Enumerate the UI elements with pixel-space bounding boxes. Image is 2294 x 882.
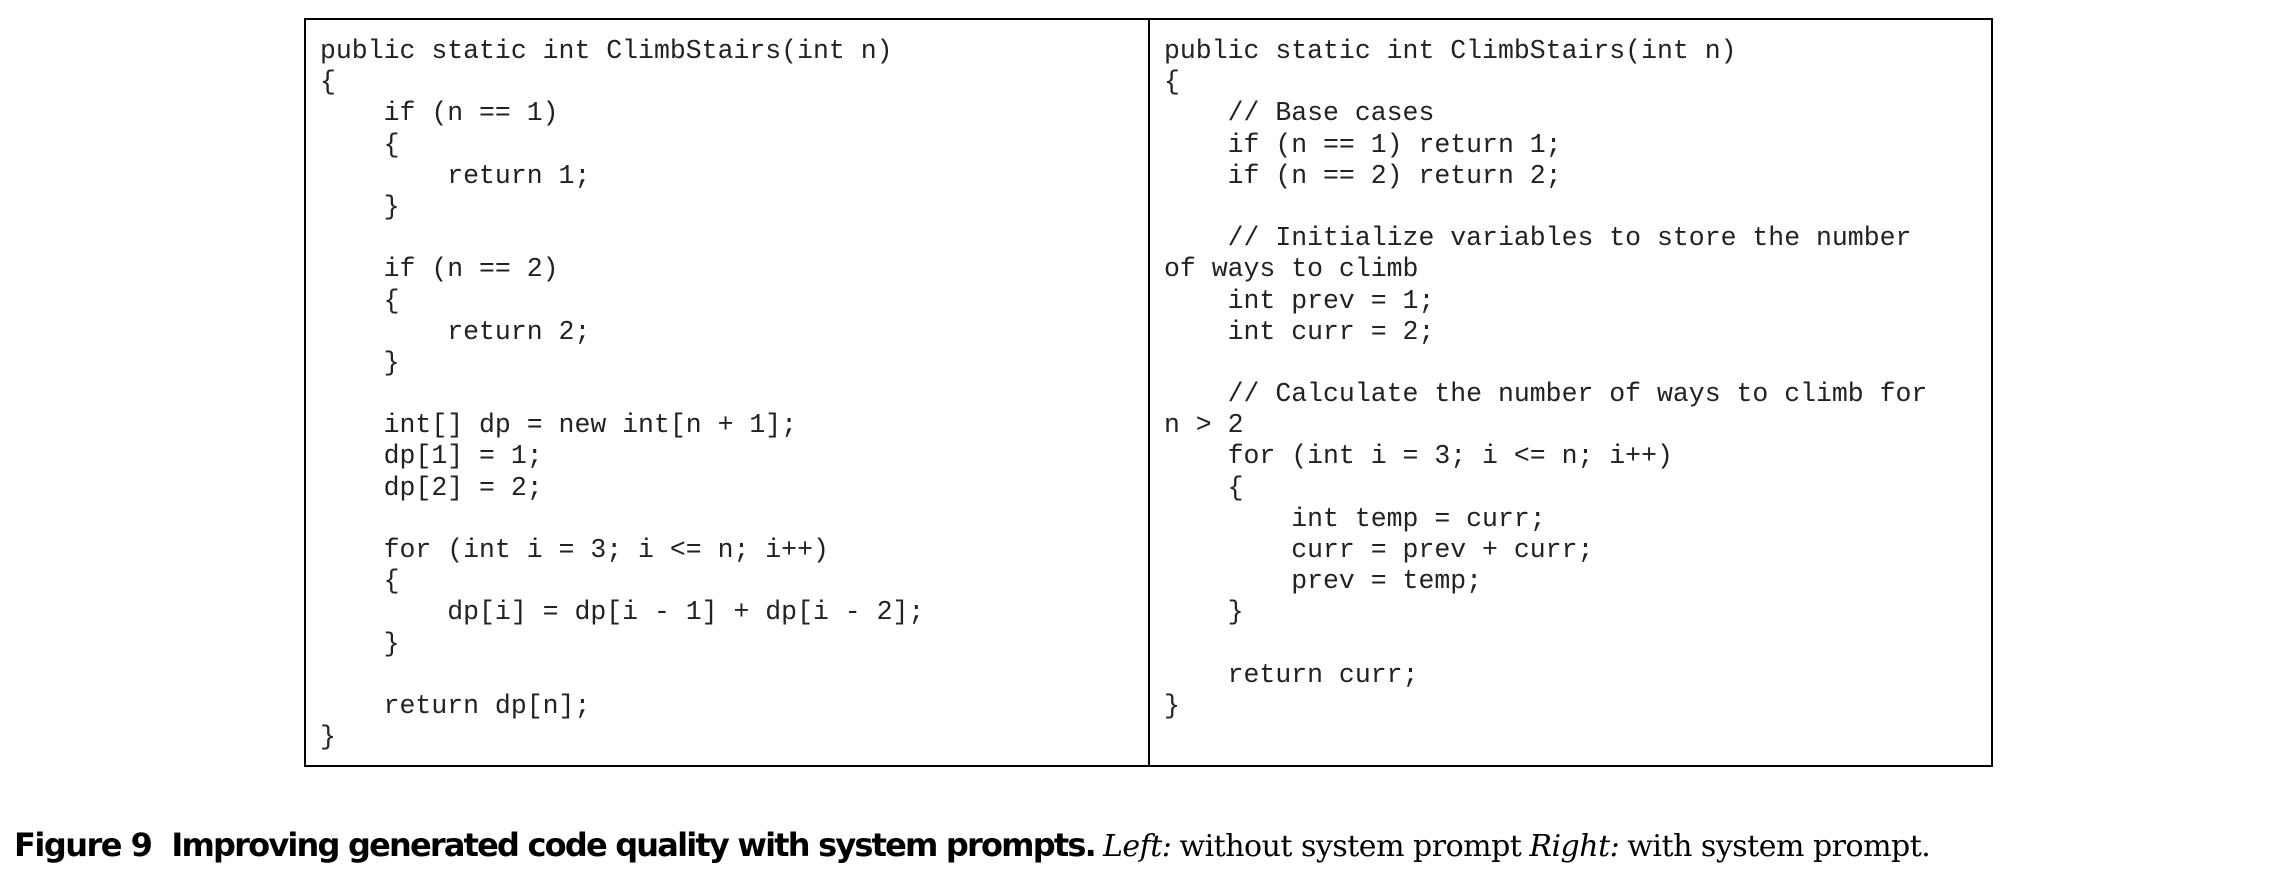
code-line: // Base cases	[1164, 98, 1435, 129]
code-line: // Calculate the number of ways to climb…	[1164, 379, 1928, 410]
figure-caption: Figure 9 Improving generated code quality…	[14, 826, 1931, 864]
right-label: Right:	[1529, 829, 1620, 864]
code-line: int temp = curr;	[1164, 503, 1546, 534]
code-line: {	[1164, 67, 1180, 98]
code-comparison-figure: public static int ClimbStairs(int n){ if…	[304, 18, 1993, 767]
code-line	[320, 379, 1148, 410]
code-line: }	[320, 191, 400, 222]
code-line: int prev = 1;	[1164, 285, 1435, 316]
code-line	[1164, 192, 1991, 223]
figure-title: Improving generated code quality with sy…	[171, 826, 1096, 864]
code-line: // Initialize variables to store the num…	[1164, 223, 1912, 254]
right-code-panel: public static int ClimbStairs(int n){ //…	[1150, 20, 1991, 765]
code-line: {	[320, 67, 336, 98]
code-without-system-prompt: public static int ClimbStairs(int n){ if…	[320, 36, 1148, 753]
code-line: int[] dp = new int[n + 1];	[320, 410, 798, 441]
left-label: Left:	[1102, 829, 1172, 864]
left-description: without system prompt	[1179, 829, 1522, 864]
code-line: int curr = 2;	[1164, 316, 1435, 347]
code-line: public static int ClimbStairs(int n)	[1164, 36, 1737, 66]
code-line	[320, 223, 1148, 254]
code-line: return dp[n];	[320, 690, 591, 721]
code-line: if (n == 2)	[320, 254, 559, 285]
code-line: of ways to climb	[1164, 254, 1419, 285]
code-line	[320, 660, 1148, 691]
code-with-system-prompt: public static int ClimbStairs(int n){ //…	[1164, 36, 1991, 722]
right-description: with system prompt.	[1627, 829, 1931, 864]
code-line: {	[320, 285, 400, 316]
code-line: }	[1164, 690, 1180, 721]
code-line: dp[1] = 1;	[320, 441, 543, 472]
code-line: public static int ClimbStairs(int n)	[320, 36, 893, 66]
code-line: if (n == 2) return 2;	[1164, 160, 1562, 191]
code-line: if (n == 1) return 1;	[1164, 129, 1562, 160]
code-line: return curr;	[1164, 659, 1419, 690]
code-line: n > 2	[1164, 410, 1244, 441]
code-line: dp[i] = dp[i - 1] + dp[i - 2];	[320, 597, 925, 628]
code-line: curr = prev + curr;	[1164, 535, 1594, 565]
code-line: prev = temp;	[1164, 566, 1483, 597]
code-line: for (int i = 3; i <= n; i++)	[320, 535, 829, 565]
code-line	[320, 504, 1148, 535]
code-line: if (n == 1)	[320, 98, 559, 129]
code-line: }	[320, 347, 400, 378]
code-line: for (int i = 3; i <= n; i++)	[1164, 441, 1673, 472]
code-line	[1164, 629, 1991, 660]
code-line: {	[320, 129, 400, 160]
code-line: {	[1164, 472, 1244, 503]
code-line: }	[320, 722, 336, 753]
left-code-panel: public static int ClimbStairs(int n){ if…	[306, 20, 1150, 765]
code-line: {	[320, 566, 400, 597]
figure-label: Figure 9	[14, 826, 153, 864]
code-line	[1164, 348, 1991, 379]
code-line: dp[2] = 2;	[320, 472, 543, 503]
code-line: }	[1164, 597, 1244, 628]
code-line: return 1;	[320, 160, 591, 191]
code-line: return 2;	[320, 316, 591, 347]
code-line: }	[320, 628, 400, 659]
